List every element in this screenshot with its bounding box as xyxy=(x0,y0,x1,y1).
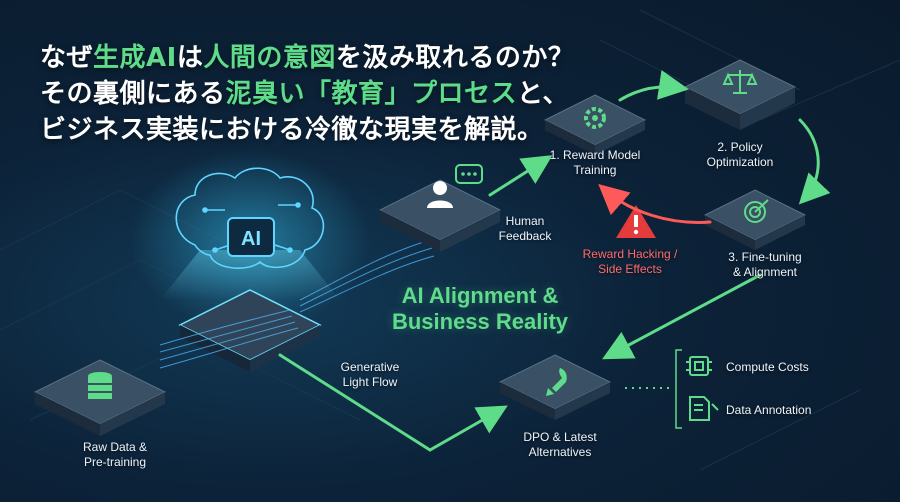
scales-icon xyxy=(722,70,758,94)
headline-line-2: その裏側にある泥臭い「教育」プロセスと、 xyxy=(40,76,574,112)
database-icon xyxy=(88,372,112,399)
brain-pedestal xyxy=(178,289,322,372)
ai-badge-text: AI xyxy=(241,228,261,250)
reward-model-node xyxy=(543,94,647,155)
arrow-feedback-to-reward xyxy=(488,155,553,197)
label-dpo: DPO & Latest Alternatives xyxy=(523,430,597,459)
flow-arrows xyxy=(278,70,831,452)
chip-icon xyxy=(686,356,712,376)
dpo-node xyxy=(498,354,612,420)
label-policy-optimization: 2. Policy Optimization xyxy=(706,140,774,169)
annotation-doc-icon xyxy=(689,396,719,421)
ai-brain-icon xyxy=(175,167,325,269)
person-icon xyxy=(427,181,453,208)
gear-icon xyxy=(584,107,606,129)
rocket-icon xyxy=(546,368,567,396)
headline-text: なぜ xyxy=(40,43,94,73)
bracket xyxy=(675,349,682,429)
label-generative-flow: Generative Light Flow xyxy=(340,360,400,389)
label-compute-costs: Compute Costs xyxy=(726,360,809,374)
arrow-finetune-to-dpo xyxy=(602,273,762,360)
label-data-annotation: Data Annotation xyxy=(726,403,812,417)
arrow-finetune-to-reward-red xyxy=(598,184,712,224)
arrow-pedestal-to-dpo xyxy=(278,353,508,452)
center-title: AI Alignment & Business Reality xyxy=(391,283,569,334)
target-icon xyxy=(744,199,769,223)
chat-bubble-icon xyxy=(455,164,483,184)
label-human-feedback: Human Feedback xyxy=(498,214,552,243)
headline-line-3: ビジネス実装における冷徹な現実を解説。 xyxy=(40,115,544,145)
headline-text: と、 xyxy=(517,79,569,109)
human-feedback-node xyxy=(378,164,502,252)
arrow-policy-to-finetune xyxy=(798,118,831,205)
headline-text: は xyxy=(176,43,204,73)
policy-optimization-node xyxy=(683,59,797,130)
headline-highlight: 生成AI xyxy=(93,43,177,73)
ai-chip xyxy=(227,217,275,257)
label-raw-data: Raw Data & Pre-training xyxy=(82,440,148,469)
label-fine-tuning: 3. Fine-tuning & Alignment xyxy=(728,250,802,279)
generative-light-flow-lines xyxy=(159,239,435,369)
arrow-reward-to-policy xyxy=(618,70,689,102)
headline-text: を汲み取れるのか？ xyxy=(335,43,575,73)
warning-icon xyxy=(616,205,656,238)
label-reward-hacking: Reward Hacking / Side Effects xyxy=(582,247,678,276)
headline-text: その裏側にある xyxy=(40,79,226,109)
headline-highlight: 人間の意図 xyxy=(203,43,336,73)
headline: なぜ生成AIは人間の意図を汲み取れるのか？ その裏側にある泥臭い「教育」プロセス… xyxy=(40,40,574,148)
headline-line-1: なぜ生成AIは人間の意図を汲み取れるのか？ xyxy=(40,40,574,76)
label-reward-model: 1. Reward Model Training xyxy=(549,148,641,177)
headline-highlight: 泥臭い「教育」プロセス xyxy=(225,79,518,109)
fine-tuning-node xyxy=(703,189,807,250)
raw-data-node xyxy=(33,359,167,436)
